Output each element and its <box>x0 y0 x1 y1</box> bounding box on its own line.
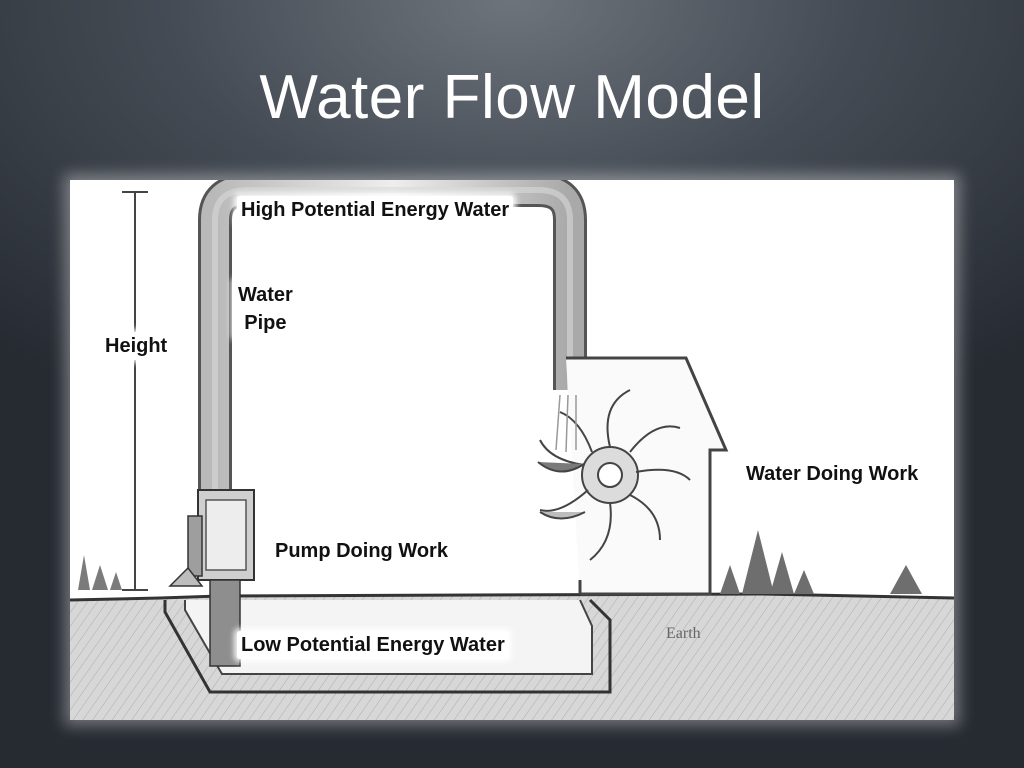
label-high-potential-energy-water: High Potential Energy Water <box>237 196 514 224</box>
height-marker <box>122 191 148 591</box>
slide-title: Water Flow Model <box>259 63 765 132</box>
label-low-potential-energy-water: Low Potential Energy Water <box>237 631 509 659</box>
label-height: Height <box>101 332 172 360</box>
waterwheel <box>537 389 691 561</box>
label-water-doing-work: Water Doing Work <box>742 460 923 488</box>
water-pipe <box>198 180 587 500</box>
label-pump-doing-work: Pump Doing Work <box>271 537 452 565</box>
label-water-pipe: Water Pipe <box>234 280 297 338</box>
waterwheel-house <box>566 356 729 596</box>
water-flow-illustration: Earth High Potential Energy Water Water … <box>70 180 954 720</box>
pump-housing <box>168 489 255 667</box>
earth-label: Earth <box>666 625 701 642</box>
diagram-sketch: Earth <box>70 180 954 720</box>
label-water-pipe-line2: Pipe <box>244 312 287 334</box>
label-water-pipe-line1: Water <box>238 284 293 306</box>
trees-right <box>720 530 922 594</box>
falling-water <box>555 394 577 453</box>
trees-left <box>78 555 122 590</box>
